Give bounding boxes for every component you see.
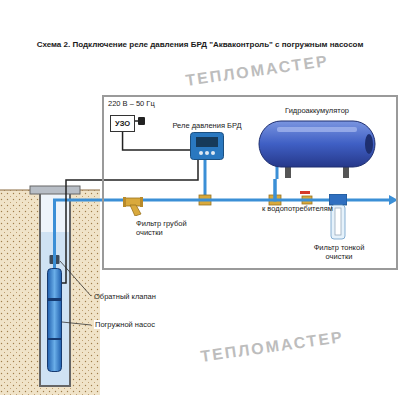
pipe xyxy=(143,179,275,200)
node-label: Гидроаккумулятор xyxy=(284,106,350,115)
uzo-node: УЗО xyxy=(110,115,135,132)
watermark: ТЕПЛОМАСТЕР xyxy=(199,328,344,366)
well-bottom xyxy=(39,385,71,387)
pipe xyxy=(275,179,329,200)
sensor-pipe xyxy=(204,158,207,199)
fine-symbol xyxy=(329,194,347,240)
tank-symbol xyxy=(257,117,377,179)
valve-handle xyxy=(300,191,310,194)
house-node: 220 В – 50 ГцУЗОРеле давления БРДГидроак… xyxy=(102,95,398,270)
pump-symbol xyxy=(47,268,62,372)
node-label: УЗО xyxy=(115,119,130,128)
fine-node: Фильтр тонкой очистки xyxy=(329,194,347,240)
soil-texture xyxy=(0,190,100,395)
well-head xyxy=(30,186,80,194)
pipe xyxy=(55,200,124,268)
tank-node: Гидроаккумулятор xyxy=(257,117,377,179)
relay-node: Реле давления БРД xyxy=(190,132,224,160)
leader-line xyxy=(62,322,91,325)
well-wall xyxy=(39,194,41,386)
soil xyxy=(0,190,100,395)
pump-node: Погружной насос xyxy=(47,268,62,372)
node-label: Реле давления БРД xyxy=(171,121,242,130)
plug xyxy=(138,117,145,125)
cable xyxy=(62,160,198,283)
cable xyxy=(123,132,190,150)
node-label: Погружной насос xyxy=(94,320,156,329)
diagram-title: Схема 2. Подключение реле давления БРД "… xyxy=(0,40,400,49)
part-label: Обратный клапан xyxy=(94,292,156,301)
coarse-node: Фильтр грубой очистки xyxy=(123,192,143,216)
outlet-pipe xyxy=(345,199,390,202)
outlet-label: к водопотребителям xyxy=(262,204,333,213)
well-wall xyxy=(69,194,71,386)
watermark: ТЕПЛОМАСТЕР xyxy=(184,52,329,90)
relay-symbol xyxy=(190,132,224,160)
node-label: Фильтр грубой очистки xyxy=(135,219,199,237)
leader-line xyxy=(60,261,91,296)
coarse-symbol xyxy=(123,192,143,216)
node-label: Фильтр тонкой очистки xyxy=(307,243,371,261)
